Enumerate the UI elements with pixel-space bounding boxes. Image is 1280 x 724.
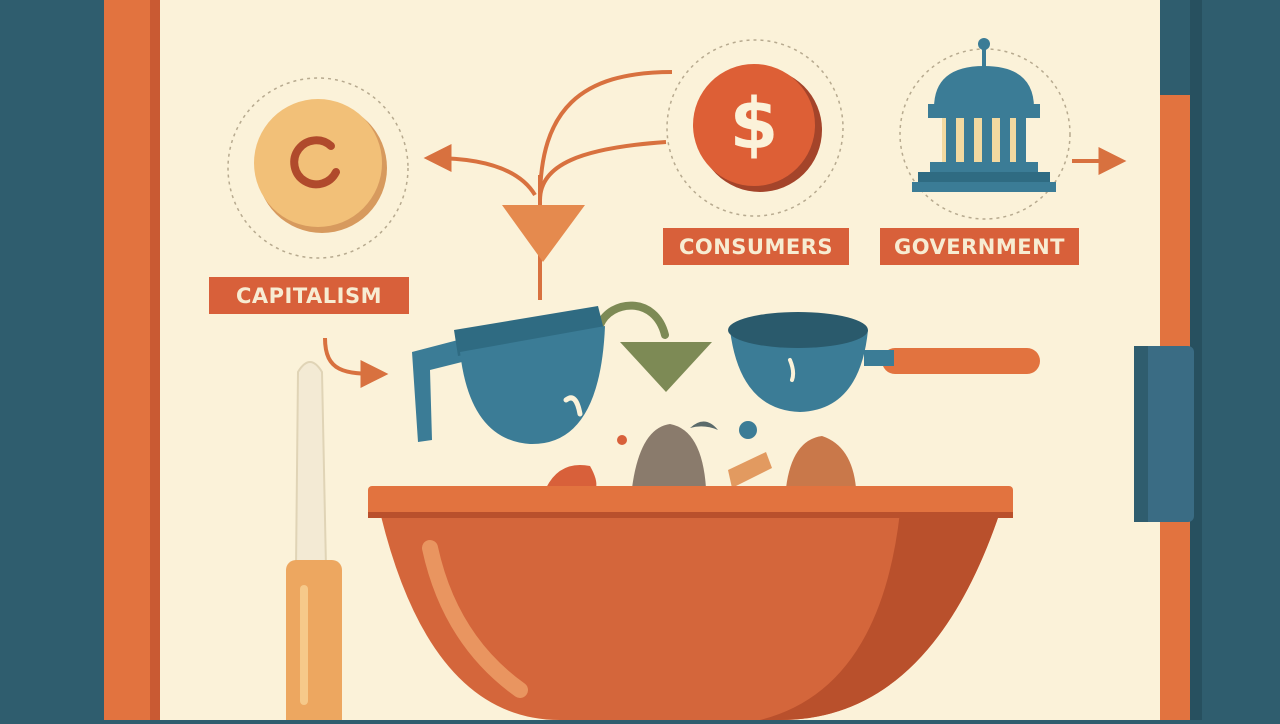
consumers-dashed-ring: [666, 39, 844, 217]
board-clip: [1134, 346, 1194, 522]
dollar-coin-icon: $: [693, 64, 822, 192]
government-building-icon: [912, 38, 1056, 192]
capitalism-dashed-ring: [227, 77, 409, 259]
dollar-symbol: $: [730, 83, 779, 165]
capitalism-label: CAPITALISM: [209, 277, 409, 314]
measuring-cup-left: [412, 306, 605, 445]
government-label: GOVERNMENT: [880, 228, 1079, 265]
mixing-bowl: [368, 486, 1013, 720]
arrow-to-capitalism: [423, 144, 537, 197]
arrow-capitalism-down: [323, 337, 389, 388]
consumers-label: CONSUMERS: [663, 228, 849, 265]
ingredients: [546, 421, 856, 488]
measuring-cup-right: [728, 312, 1040, 412]
funnel-arrowhead: [502, 205, 585, 262]
arrow-from-consumers: [538, 140, 667, 201]
arrow-to-consumers: [538, 70, 673, 201]
coin-icon: [254, 99, 387, 233]
green-arrow: [596, 301, 712, 392]
knife-utensil: [286, 361, 342, 724]
